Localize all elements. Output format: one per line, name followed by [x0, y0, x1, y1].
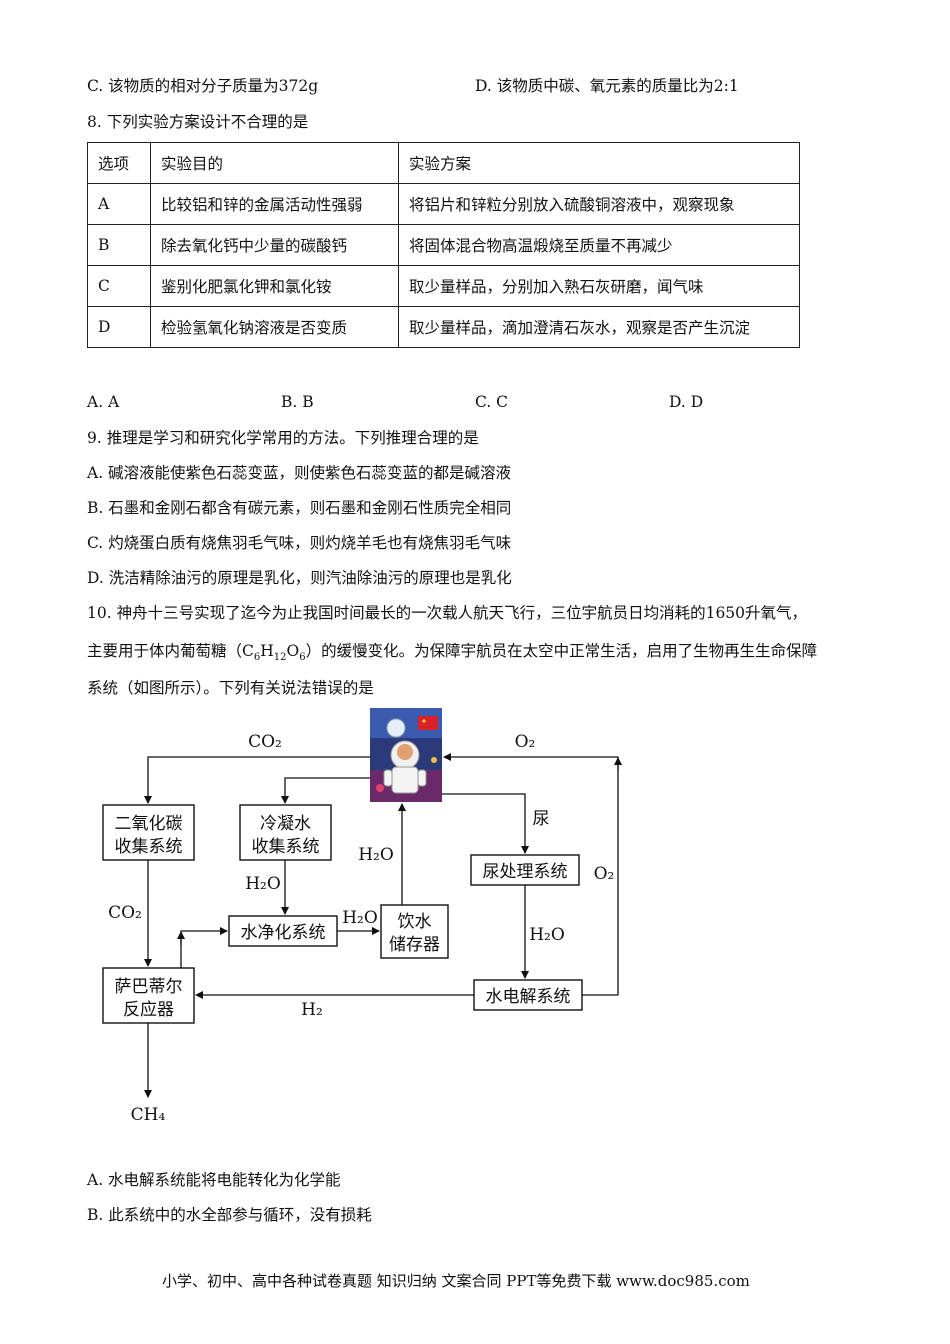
table-cell: 将铝片和锌粒分别放入硫酸铜溶液中，观察现象 [398, 183, 800, 225]
table-cell: D [87, 306, 151, 348]
arrow-sabatier-water [180, 927, 228, 968]
label-h2: H₂ [301, 1000, 323, 1020]
table-cell: 检验氢氧化钠溶液是否变质 [150, 306, 399, 348]
q9-option-c: C. 灼烧蛋白质有烧焦羽毛气味，则灼烧羊毛也有烧焦羽毛气味 [87, 534, 512, 552]
table-cell: A [87, 183, 151, 225]
q8-option-d: D. D [669, 393, 704, 411]
table-row: C 鉴别化肥氯化钾和氯化铵 取少量样品，分别加入熟石灰研磨，闻气味 [87, 265, 800, 307]
label-h2o-up: H₂O [358, 845, 394, 865]
arrow-condensate [281, 777, 370, 804]
table-row: B 除去氧化钙中少量的碳酸钙 将固体混合物高温煅烧至质量不再减少 [87, 224, 800, 266]
sabatier-reactor-label: 萨巴蒂尔 [115, 977, 183, 997]
label-h2o-urine: H₂O [529, 925, 565, 945]
sabatier-reactor-label: 反应器 [123, 1000, 174, 1020]
q8-option-c: C. C [475, 393, 509, 411]
arrow-urine [442, 793, 529, 854]
water-storage-label: 饮水 [398, 912, 432, 932]
table-cell: 鉴别化肥氯化钾和氯化铵 [150, 265, 399, 307]
condensate-collection-label: 收集系统 [252, 837, 320, 857]
page-footer: 小学、初中、高中各种试卷真题 知识归纳 文案合同 PPT等免费下载 www.do… [162, 1272, 750, 1290]
table-header: 实验目的 [150, 142, 399, 184]
label-h2o-purify: H₂O [342, 908, 378, 928]
electrolysis-label: 水电解系统 [486, 987, 571, 1007]
table-row: A 比较铝和锌的金属活动性强弱 将铝片和锌粒分别放入硫酸铜溶液中，观察现象 [87, 183, 800, 225]
q10-option-a: A. 水电解系统能将电能转化为化学能 [87, 1171, 341, 1189]
q9-option-d: D. 洗洁精除油污的原理是乳化，则汽油除油污的原理也是乳化 [87, 569, 512, 587]
q8-option-b: B. B [281, 393, 314, 411]
q10-stem-line2: 主要用于体内葡萄糖（C6H12O6）的缓慢变化。为保障宇航员在太空中正常生活，启… [87, 642, 818, 664]
q8-plan-table: 选项 实验目的 实验方案 A 比较铝和锌的金属活动性强弱 将铝片和锌粒分别放入硫… [87, 142, 800, 348]
q9-stem: 9. 推理是学习和研究化学常用的方法。下列推理合理的是 [87, 429, 479, 447]
q9-option-b: B. 石墨和金刚石都含有碳元素，则石墨和金刚石性质完全相同 [87, 499, 512, 517]
q9-option-a: A. 碱溶液能使紫色石蕊变蓝，则使紫色石蕊变蓝的都是碱溶液 [87, 464, 512, 482]
urine-processing-label: 尿处理系统 [483, 862, 568, 882]
q10-stem-line1: 10. 神舟十三号实现了迄今为止我国时间最长的一次载人航天飞行，三位宇航员日均消… [87, 604, 808, 622]
table-cell: 取少量样品，分别加入熟石灰研磨，闻气味 [398, 265, 800, 307]
astronaut-image [370, 708, 442, 802]
condensate-collection-label: 冷凝水 [260, 814, 311, 834]
label-ch4: CH₄ [131, 1105, 166, 1125]
water-storage-label: 储存器 [389, 935, 440, 955]
table-cell: 除去氧化钙中少量的碳酸钙 [150, 224, 399, 266]
label-co2-left: CO₂ [108, 903, 142, 923]
q10-option-b: B. 此系统中的水全部参与循环，没有损耗 [87, 1206, 372, 1224]
label-o2-top: O₂ [515, 732, 536, 752]
arrow-o2-return [443, 753, 619, 996]
label-o2-right: O₂ [594, 864, 615, 884]
table-cell: 比较铝和锌的金属活动性强弱 [150, 183, 399, 225]
q7-option-d: D. 该物质中碳、氧元素的质量比为2:1 [475, 77, 739, 95]
q7-option-c: C. 该物质的相对分子质量为372g [87, 77, 319, 95]
q10-stem-line3: 系统（如图所示）。下列有关说法错误的是 [87, 679, 374, 697]
arrow-co2-top [144, 756, 370, 804]
co2-collection-label: 收集系统 [115, 837, 183, 857]
label-h2o-condense: H₂O [245, 874, 281, 894]
table-header: 实验方案 [398, 142, 800, 184]
label-urine: 尿 [533, 809, 550, 829]
table-row: D 检验氢氧化钠溶液是否变质 取少量样品，滴加澄清石灰水，观察是否产生沉淀 [87, 306, 800, 348]
co2-collection-label: 二氧化碳 [115, 814, 183, 834]
water-purification-label: 水净化系统 [241, 923, 326, 943]
table-cell: 取少量样品，滴加澄清石灰水，观察是否产生沉淀 [398, 306, 800, 348]
q8-option-a: A. A [87, 393, 120, 411]
label-co2-top: CO₂ [248, 732, 282, 752]
table-header-row: 选项 实验目的 实验方案 [87, 142, 800, 184]
q8-stem: 8. 下列实验方案设计不合理的是 [87, 113, 309, 131]
table-cell: 将固体混合物高温煅烧至质量不再减少 [398, 224, 800, 266]
water-storage-box [380, 904, 449, 959]
table-cell: C [87, 265, 151, 307]
